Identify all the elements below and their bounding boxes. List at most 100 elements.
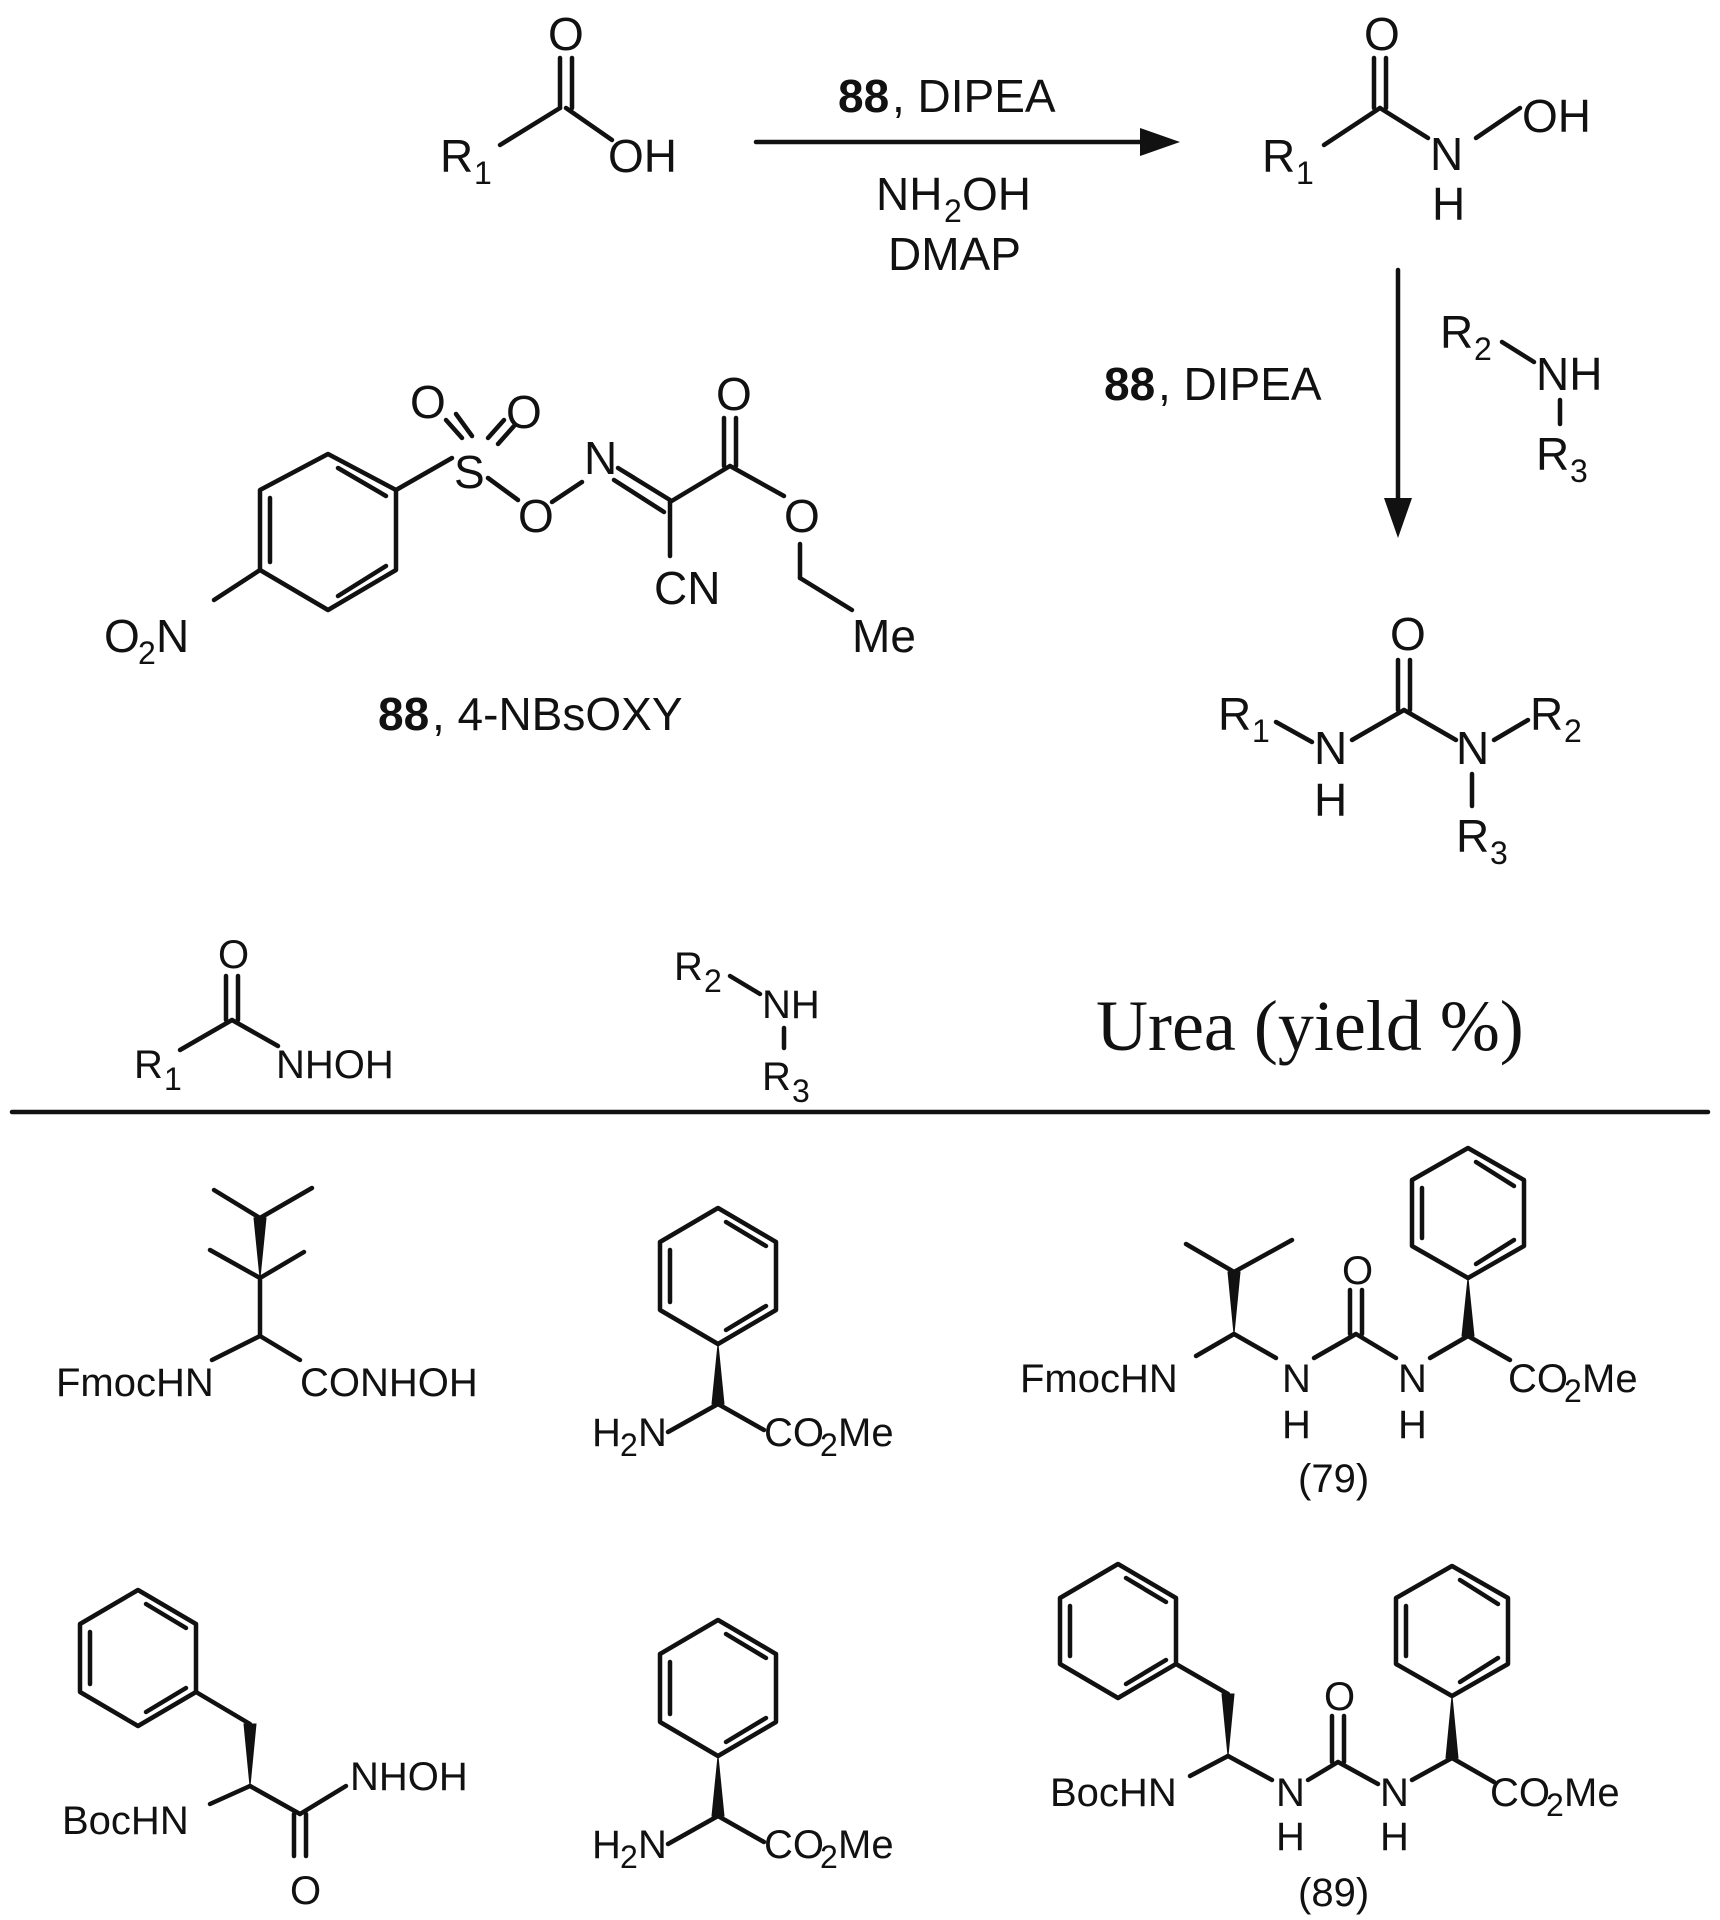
co2me-pre: CO — [764, 1411, 824, 1455]
co2me-post: Me — [1564, 1771, 1620, 1815]
atom-O: O — [1342, 1249, 1373, 1293]
atom-O: O — [716, 368, 752, 420]
fmochn-label: FmocHN — [1020, 1357, 1178, 1401]
atom-N: N — [156, 610, 189, 662]
atom-H: H — [1282, 1403, 1311, 1447]
subscript-2: 2 — [138, 635, 156, 671]
carboxylic-acid-structure: O OH R 1 — [440, 8, 677, 191]
co2me-post: Me — [1582, 1357, 1638, 1401]
atom-O: O — [290, 1869, 321, 1913]
atom-R: R — [1536, 428, 1569, 480]
atom-R: R — [1530, 688, 1563, 740]
atom-N: N — [584, 432, 617, 484]
atom-OH: OH — [608, 130, 677, 182]
subscript-2: 2 — [820, 1427, 838, 1463]
atom-N: N — [1282, 1357, 1311, 1401]
reagent-88-number: 88 — [378, 688, 429, 740]
atom-R: R — [1440, 306, 1473, 358]
atom-R: R — [762, 1055, 791, 1099]
subscript-3: 3 — [1490, 835, 1508, 871]
table-row-2: BocHN O NHOH H 2 N CO 2 Me — [62, 1561, 1620, 1915]
atom-N: N — [1456, 722, 1489, 774]
atom-H: H — [1314, 774, 1347, 826]
nh2oh-part1: NH — [876, 168, 942, 220]
subscript-2: 2 — [1546, 1787, 1564, 1823]
table-header: O NHOH R 1 R 2 NH R 3 Urea (yield %) — [134, 933, 1524, 1109]
fmoc-valine-hydroxamate: FmocHN CONHOH — [56, 1185, 478, 1405]
nhoh-label: NHOH — [350, 1755, 468, 1799]
amine-structure-top: R 2 NH R 3 — [1440, 306, 1602, 489]
atom-NHOH: NHOH — [276, 1043, 394, 1087]
yield-89: (89) — [1298, 1871, 1369, 1915]
atom-O: O — [1390, 608, 1426, 660]
atom-O: O — [104, 610, 140, 662]
urea-product-1: FmocHN N H O N H CO 2 Me (79) — [1020, 1145, 1638, 1501]
subscript-2: 2 — [704, 963, 722, 999]
atom-O: O — [1364, 8, 1400, 60]
atom-N: N — [1380, 1771, 1409, 1815]
atom-N: N — [1314, 722, 1347, 774]
atom-H: H — [1432, 178, 1465, 230]
subscript-2: 2 — [620, 1839, 638, 1875]
subscript-2: 2 — [1564, 713, 1582, 749]
bochn-label: BocHN — [62, 1799, 189, 1843]
co2me-post: Me — [838, 1411, 894, 1455]
h2n-h: H — [592, 1823, 621, 1867]
subscript-2: 2 — [620, 1427, 638, 1463]
boc-phenylalanine-hydroxamate: BocHN O NHOH — [62, 1587, 468, 1913]
atom-O: O — [506, 386, 542, 438]
atom-O: O — [784, 490, 820, 542]
urea-general-structure: R 1 N H O N R 2 R 3 — [1218, 608, 1582, 871]
atom-O: O — [1324, 1675, 1355, 1719]
atom-R: R — [1218, 688, 1251, 740]
atom-R: R — [674, 945, 703, 989]
atom-CN: CN — [654, 562, 720, 614]
atom-H: H — [1276, 1815, 1305, 1859]
atom-R: R — [1456, 810, 1489, 862]
co2me-post: Me — [838, 1823, 894, 1867]
atom-OH: OH — [1522, 90, 1591, 142]
reagent-88-label: 88 — [1104, 358, 1155, 410]
co2me-pre: CO — [764, 1823, 824, 1867]
co2me-pre: CO — [1508, 1357, 1568, 1401]
subscript-3: 3 — [1570, 453, 1588, 489]
subscript-2: 2 — [1564, 1373, 1582, 1409]
subscript-2: 2 — [820, 1839, 838, 1875]
atom-O: O — [218, 933, 249, 977]
atom-N: N — [1276, 1771, 1305, 1815]
atom-NH: NH — [762, 983, 820, 1027]
fmochn-label: FmocHN — [56, 1361, 214, 1405]
atom-H: H — [1380, 1815, 1409, 1859]
phenylglycine-methyl-ester-row2: H 2 N CO 2 Me — [592, 1617, 894, 1875]
nh2oh-part2: OH — [962, 168, 1031, 220]
reagent-88-name: , 4-NBsOXY — [432, 688, 683, 740]
conhoh-label: CONHOH — [300, 1361, 478, 1405]
bochn-label: BocHN — [1050, 1771, 1177, 1815]
subscript-1: 1 — [164, 1061, 182, 1097]
h2n-n: N — [638, 1411, 667, 1455]
reaction2-label: , DIPEA — [1158, 358, 1322, 410]
table-row-1: FmocHN CONHOH H 2 N CO 2 Me Fmo — [56, 1145, 1638, 1501]
atom-R: R — [134, 1043, 163, 1087]
atom-N: N — [1430, 128, 1463, 180]
yield-79: (79) — [1298, 1457, 1369, 1501]
subscript-1: 1 — [474, 155, 492, 191]
subscript-2: 2 — [1474, 331, 1492, 367]
atom-NH: NH — [1536, 348, 1602, 400]
urea-product-2: BocHN N H O N H CO 2 Me (89) — [1050, 1561, 1620, 1915]
reaction-arrow-1: 88 , DIPEA NH 2 OH DMAP — [753, 70, 1180, 280]
nh2oh-sub: 2 — [944, 193, 962, 229]
atom-S: S — [454, 446, 485, 498]
urea-yield-header: Urea (yield %) — [1096, 986, 1524, 1066]
co2me-pre: CO — [1490, 1771, 1550, 1815]
atom-N: N — [1398, 1357, 1427, 1401]
h2n-h: H — [592, 1411, 621, 1455]
subscript-1: 1 — [1296, 155, 1314, 191]
atom-Me: Me — [852, 610, 916, 662]
hydroxamic-acid-structure: O N H OH R 1 — [1262, 8, 1591, 230]
dmap-label: DMAP — [888, 228, 1021, 280]
atom-H: H — [1398, 1403, 1427, 1447]
benzene-ring — [257, 451, 399, 613]
subscript-1: 1 — [1252, 713, 1270, 749]
